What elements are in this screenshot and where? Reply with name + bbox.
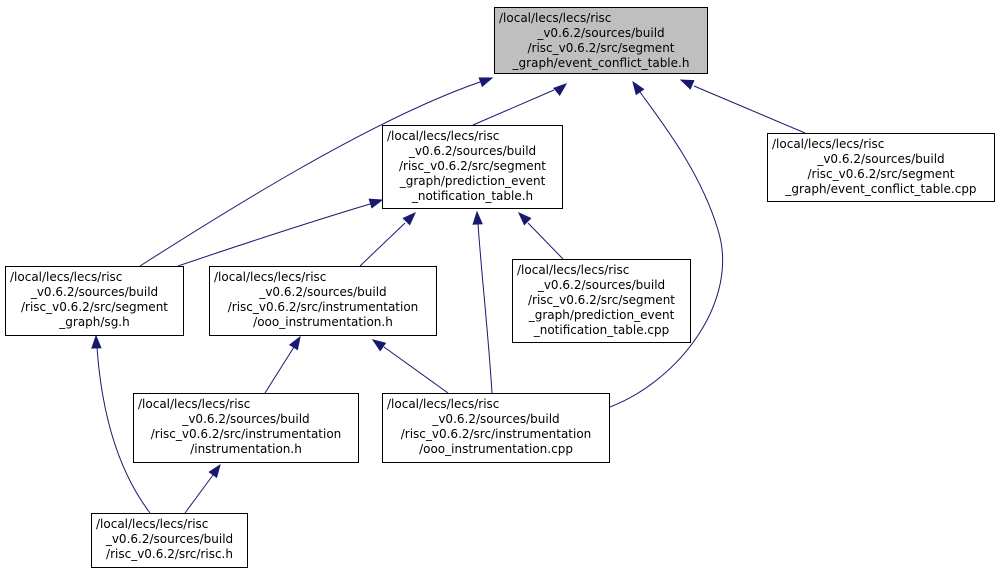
node-line: /local/lecs/lecs/risc bbox=[387, 129, 500, 143]
arrowhead-icon bbox=[553, 83, 568, 97]
node-line: _graph/prediction_event bbox=[528, 308, 675, 322]
node-line: _graph/event_conflict_table.cpp bbox=[785, 182, 977, 196]
node-line: /local/lecs/lecs/risc bbox=[96, 517, 209, 531]
node-line: _v0.6.2/sources/build bbox=[30, 285, 159, 299]
node-prediction-event-notification-table-cpp[interactable]: /local/lecs/lecs/risc _v0.6.2/sources/bu… bbox=[512, 259, 691, 343]
edge-ooo_instrumentation_cpp-to-ooo_instrumentation_h bbox=[383, 346, 449, 394]
node-instrumentation-h[interactable]: /local/lecs/lecs/risc _v0.6.2/sources/bu… bbox=[133, 393, 359, 463]
node-line: /risc_v0.6.2/src/segment bbox=[20, 300, 169, 314]
node-event-conflict-table-h: /local/lecs/lecs/risc _v0.6.2/sources/bu… bbox=[494, 7, 708, 74]
node-line: /risc_v0.6.2/src/segment bbox=[807, 167, 955, 181]
node-line: /local/lecs/lecs/risc bbox=[772, 137, 885, 151]
node-event-conflict-table-cpp[interactable]: /local/lecs/lecs/risc _v0.6.2/sources/bu… bbox=[767, 133, 995, 202]
arrowhead-icon bbox=[517, 211, 532, 226]
node-line: _graph/prediction_event bbox=[399, 174, 546, 188]
node-line: /ooo_instrumentation.h bbox=[253, 315, 393, 329]
edge-event_conflict_table_cpp-to-event_conflict_table_h bbox=[693, 85, 806, 134]
edge-sg_h-to-event_conflict_table_h bbox=[139, 81, 481, 267]
edge-risc_h-to-sg_h bbox=[96, 347, 151, 514]
node-line: _graph/event_conflict_table.h bbox=[512, 56, 690, 70]
node-line: /risc_v0.6.2/src/segment bbox=[527, 293, 676, 307]
node-line: _v0.6.2/sources/build bbox=[182, 412, 310, 426]
node-line: /risc_v0.6.2/src/segment bbox=[398, 159, 547, 173]
arrowhead-icon bbox=[208, 463, 221, 479]
node-line: _v0.6.2/sources/build bbox=[408, 144, 537, 158]
arrowhead-icon bbox=[288, 335, 301, 351]
node-line: _v0.6.2/sources/build bbox=[537, 26, 665, 40]
node-line: /risc_v0.6.2/src/instrumentation bbox=[227, 300, 419, 314]
node-line: /instrumentation.h bbox=[190, 442, 302, 456]
arrowhead-icon bbox=[371, 339, 387, 352]
node-line: /risc_v0.6.2/src/risc.h bbox=[106, 547, 233, 561]
node-line: /ooo_instrumentation.cpp bbox=[419, 442, 573, 456]
node-line: _v0.6.2/sources/build bbox=[105, 532, 234, 546]
arrowhead-icon bbox=[632, 80, 645, 96]
arrowhead-icon bbox=[402, 211, 417, 226]
edge-ooo_instrumentation_cpp-to-prediction_event_notification_table_h bbox=[477, 223, 493, 394]
arrowhead-icon bbox=[679, 79, 695, 90]
node-line: _notification_table.cpp bbox=[533, 323, 670, 337]
arrowhead-icon bbox=[478, 77, 494, 88]
node-line: /local/lecs/lecs/risc bbox=[517, 263, 630, 277]
node-line: /risc_v0.6.2/src/instrumentation bbox=[150, 427, 342, 441]
node-line: /local/lecs/lecs/risc bbox=[214, 270, 327, 284]
node-sg-h[interactable]: /local/lecs/lecs/risc _v0.6.2/sources/bu… bbox=[5, 266, 184, 336]
edge-risc_h-to-instrumentation_h bbox=[184, 474, 214, 514]
node-line: _notification_table.h bbox=[411, 189, 534, 203]
node-line: _graph/sg.h bbox=[59, 315, 130, 329]
node-line: /risc_v0.6.2/src/segment bbox=[527, 41, 675, 55]
node-line: /risc_v0.6.2/src/instrumentation bbox=[400, 427, 592, 441]
edge-ooo_instrumentation_cpp-to-event_conflict_table_h bbox=[609, 91, 724, 408]
edge-instrumentation_h-to-ooo_instrumentation_h bbox=[264, 346, 295, 394]
node-line: /local/lecs/lecs/risc bbox=[138, 397, 251, 411]
node-ooo-instrumentation-h[interactable]: /local/lecs/lecs/risc _v0.6.2/sources/bu… bbox=[209, 266, 437, 336]
node-line: _v0.6.2/sources/build bbox=[537, 278, 666, 292]
arrowhead-icon bbox=[91, 334, 102, 349]
node-risc-h[interactable]: /local/lecs/lecs/risc _v0.6.2/sources/bu… bbox=[91, 513, 248, 568]
node-line: /local/lecs/lecs/risc bbox=[10, 270, 123, 284]
edge-prediction_event_notification_table_h-to-event_conflict_table_h bbox=[472, 89, 555, 126]
node-line: _v0.6.2/sources/build bbox=[432, 412, 560, 426]
node-line: _v0.6.2/sources/build bbox=[817, 152, 945, 166]
edge-ooo_instrumentation_h-to-prediction_event_notification_table_h bbox=[359, 222, 406, 267]
node-line: /local/lecs/lecs/risc bbox=[387, 397, 500, 411]
node-line: _v0.6.2/sources/build bbox=[259, 285, 387, 299]
node-line: /local/lecs/lecs/risc bbox=[499, 11, 612, 25]
edge-prediction_event_notification_table_cpp-to-prediction_event_notification_table_h bbox=[527, 222, 564, 260]
arrowhead-icon bbox=[368, 198, 384, 209]
node-ooo-instrumentation-cpp[interactable]: /local/lecs/lecs/risc _v0.6.2/sources/bu… bbox=[382, 393, 610, 463]
node-prediction-event-notification-table-h[interactable]: /local/lecs/lecs/risc _v0.6.2/sources/bu… bbox=[382, 125, 563, 209]
edge-sg_h-to-prediction_event_notification_table_h bbox=[177, 203, 371, 267]
arrowhead-icon bbox=[472, 210, 483, 225]
